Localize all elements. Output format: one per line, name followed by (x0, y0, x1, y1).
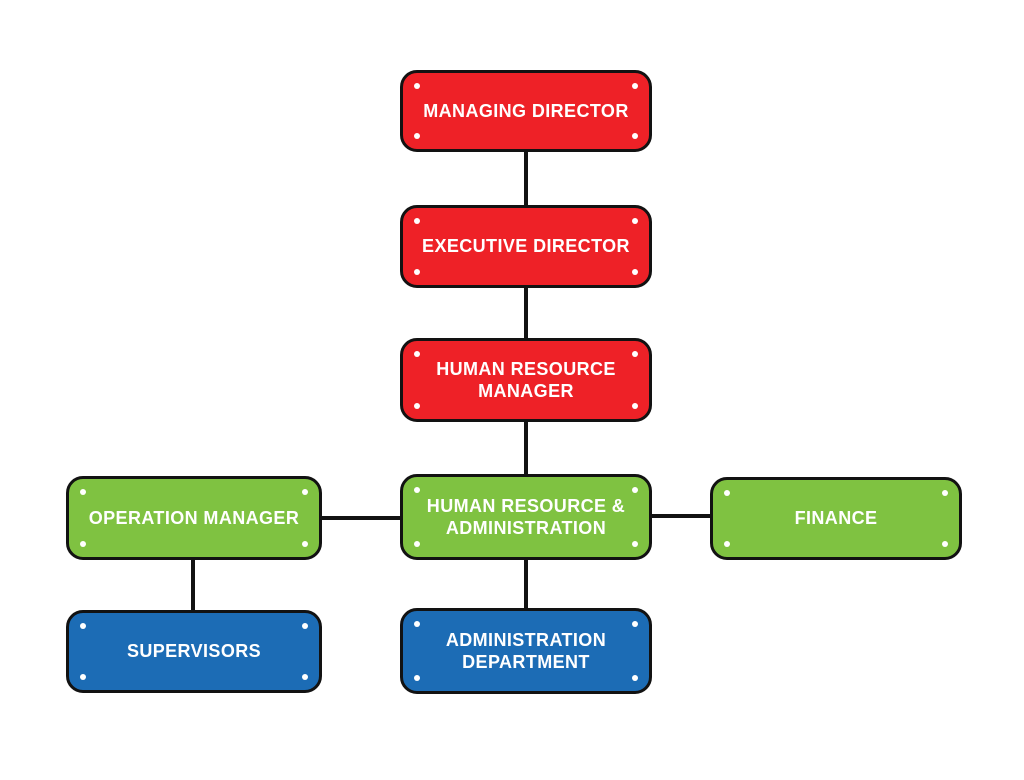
corner-dot-icon (632, 83, 638, 89)
corner-dot-icon (632, 269, 638, 275)
corner-dot-icon (414, 487, 420, 493)
corner-dot-icon (632, 403, 638, 409)
connector-managing-to-executive (524, 152, 528, 205)
node-executive-director: EXECUTIVE DIRECTOR (400, 205, 652, 288)
corner-dot-icon (632, 133, 638, 139)
corner-dot-icon (724, 490, 730, 496)
corner-dot-icon (942, 490, 948, 496)
node-managing-director: MANAGING DIRECTOR (400, 70, 652, 152)
node-human-resource-administration: HUMAN RESOURCE & ADMINISTRATION (400, 474, 652, 560)
corner-dot-icon (414, 83, 420, 89)
corner-dot-icon (942, 541, 948, 547)
node-label: ADMINISTRATION DEPARTMENT (445, 629, 607, 673)
node-label: OPERATION MANAGER (88, 507, 300, 528)
corner-dot-icon (724, 541, 730, 547)
corner-dot-icon (302, 623, 308, 629)
corner-dot-icon (80, 489, 86, 495)
connector-hr-admin-to-finance (652, 514, 710, 518)
node-label: HUMAN RESOURCE MANAGER (436, 358, 616, 402)
corner-dot-icon (632, 218, 638, 224)
connector-hr-admin-to-admin-dept (524, 560, 528, 608)
node-finance: FINANCE (710, 477, 962, 560)
corner-dot-icon (632, 621, 638, 627)
corner-dot-icon (632, 487, 638, 493)
corner-dot-icon (302, 541, 308, 547)
node-label: EXECUTIVE DIRECTOR (422, 236, 630, 257)
corner-dot-icon (302, 674, 308, 680)
corner-dot-icon (80, 674, 86, 680)
corner-dot-icon (414, 218, 420, 224)
node-label: HUMAN RESOURCE & ADMINISTRATION (426, 495, 626, 539)
corner-dot-icon (414, 133, 420, 139)
node-operation-manager: OPERATION MANAGER (66, 476, 322, 560)
node-administration-department: ADMINISTRATION DEPARTMENT (400, 608, 652, 694)
corner-dot-icon (632, 675, 638, 681)
corner-dot-icon (632, 541, 638, 547)
corner-dot-icon (414, 621, 420, 627)
node-supervisors: SUPERVISORS (66, 610, 322, 693)
connector-operation-to-hr-admin (322, 516, 400, 520)
corner-dot-icon (302, 489, 308, 495)
node-label: MANAGING DIRECTOR (423, 100, 629, 121)
corner-dot-icon (414, 403, 420, 409)
node-human-resource-manager: HUMAN RESOURCE MANAGER (400, 338, 652, 422)
node-label: FINANCE (794, 508, 878, 529)
connector-executive-to-hr-manager (524, 288, 528, 338)
corner-dot-icon (80, 541, 86, 547)
corner-dot-icon (80, 623, 86, 629)
corner-dot-icon (414, 351, 420, 357)
corner-dot-icon (414, 269, 420, 275)
connector-operation-to-supervisors (191, 560, 195, 610)
node-label: SUPERVISORS (126, 641, 262, 662)
corner-dot-icon (632, 351, 638, 357)
corner-dot-icon (414, 675, 420, 681)
corner-dot-icon (414, 541, 420, 547)
connector-hr-manager-to-hr-admin (524, 422, 528, 474)
